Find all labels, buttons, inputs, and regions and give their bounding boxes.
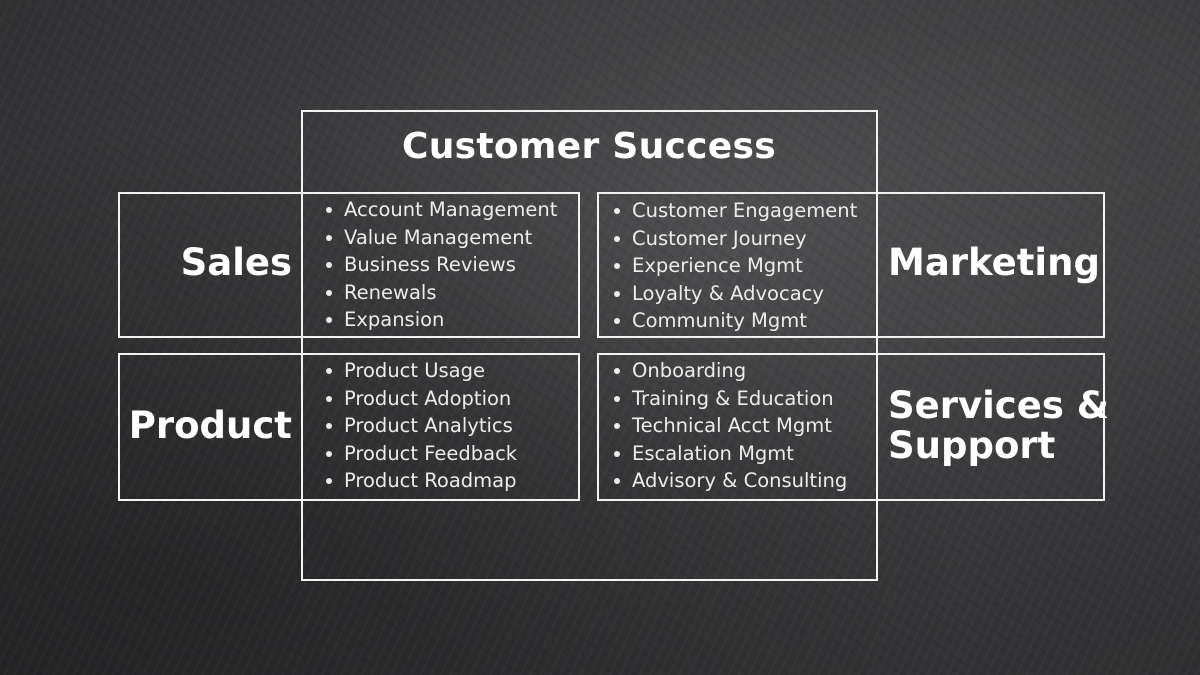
list-item: Expansion — [322, 306, 557, 334]
list-item: Advisory & Consulting — [610, 467, 847, 495]
customer-success-frame — [301, 110, 878, 581]
services-support-label: Services & Support — [888, 386, 1109, 466]
list-item: Account Management — [322, 196, 557, 224]
list-item: Experience Mgmt — [610, 252, 857, 280]
list-item: Customer Journey — [610, 225, 857, 253]
list-item: Product Usage — [322, 357, 517, 385]
list-item: Product Analytics — [322, 412, 517, 440]
services-support-box — [597, 353, 1105, 501]
marketing-label: Marketing — [888, 241, 1100, 284]
list-item: Business Reviews — [322, 251, 557, 279]
diagram-title: Customer Success — [402, 126, 776, 167]
services-label-line2: Support — [888, 424, 1056, 467]
product-box — [118, 353, 580, 501]
marketing-box — [597, 192, 1105, 338]
list-item: Product Feedback — [322, 440, 517, 468]
list-item: Value Management — [322, 224, 557, 252]
list-item: Escalation Mgmt — [610, 440, 847, 468]
list-item: Community Mgmt — [610, 307, 857, 335]
list-item: Training & Education — [610, 385, 847, 413]
list-item: Customer Engagement — [610, 197, 857, 225]
list-item: Onboarding — [610, 357, 847, 385]
product-label: Product — [128, 404, 292, 447]
services-label-line1: Services & — [888, 384, 1109, 427]
marketing-list: Customer Engagement Customer Journey Exp… — [610, 197, 857, 335]
list-item: Loyalty & Advocacy — [610, 280, 857, 308]
sales-list: Account Management Value Management Busi… — [322, 196, 557, 334]
list-item: Renewals — [322, 279, 557, 307]
sales-box — [118, 192, 580, 338]
list-item: Product Adoption — [322, 385, 517, 413]
list-item: Technical Acct Mgmt — [610, 412, 847, 440]
product-list: Product Usage Product Adoption Product A… — [322, 357, 517, 495]
services-support-list: Onboarding Training & Education Technica… — [610, 357, 847, 495]
sales-label: Sales — [180, 241, 292, 284]
list-item: Product Roadmap — [322, 467, 517, 495]
